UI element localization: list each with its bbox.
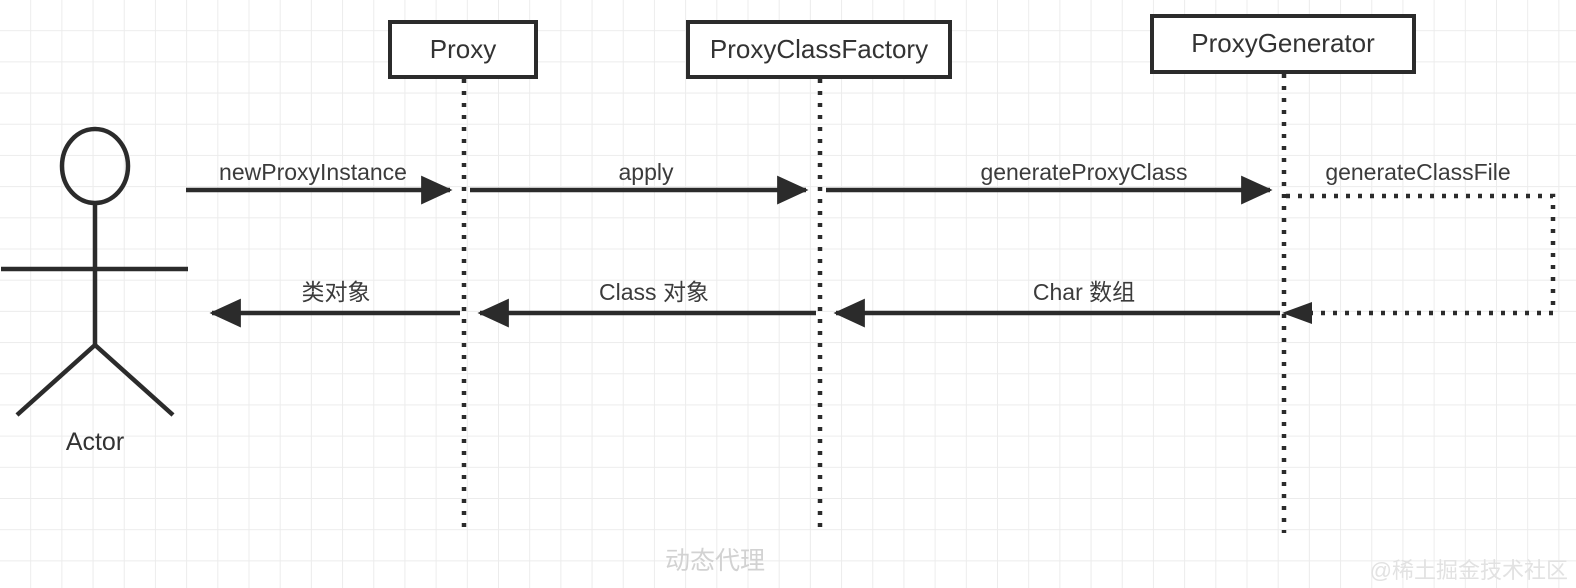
participant-box-proxygenerator[interactable] <box>1150 14 1416 74</box>
message-label-generateproxyclass: generateProxyClass <box>980 159 1187 185</box>
participant-proxyclassfactory[interactable]: ProxyClassFactory <box>686 20 952 533</box>
message-label-generateclassfile: generateClassFile <box>1325 159 1510 185</box>
message-label-class-instance: 类对象 <box>302 279 371 305</box>
message-class-object[interactable]: Class 对象 <box>477 279 816 328</box>
actor-right-leg-line <box>93 343 175 417</box>
message-label-newproxyinstance: newProxyInstance <box>219 159 407 185</box>
message-class-instance[interactable]: 类对象 <box>209 279 460 328</box>
message-generateproxyclass[interactable]: generateProxyClass <box>826 159 1273 205</box>
message-label-char-array: Char 数组 <box>1033 279 1135 305</box>
participant-proxy[interactable]: Proxy <box>388 20 538 533</box>
actor-left-leg-line <box>15 343 97 417</box>
actor-label: Actor <box>66 428 124 456</box>
message-label-class-object: Class 对象 <box>599 279 709 305</box>
message-apply[interactable]: apply <box>470 159 809 205</box>
participant-label-proxy: Proxy <box>430 34 496 64</box>
participant-box-proxyclassfactory[interactable] <box>686 20 952 79</box>
participant-label-proxyclassfactory: ProxyClassFactory <box>710 34 928 64</box>
message-arrowhead-generateclassfile <box>1282 302 1312 324</box>
actor-head-icon <box>59 126 131 206</box>
message-char-array[interactable]: Char 数组 <box>833 279 1280 328</box>
participant-label-proxygenerator: ProxyGenerator <box>1191 28 1375 58</box>
message-arrow-generateclassfile[interactable] <box>1286 193 1556 316</box>
message-label-apply: apply <box>619 159 674 185</box>
message-newproxyinstance[interactable]: newProxyInstance <box>186 159 453 205</box>
watermark-corner-label: @稀土掘金技术社区 <box>1370 558 1568 583</box>
message-generateclassfile[interactable]: generateClassFile <box>1282 159 1556 324</box>
actor-figure: Actor <box>1 126 188 456</box>
participant-box-proxy[interactable] <box>388 20 538 79</box>
watermark-center-label: 动态代理 <box>665 547 765 575</box>
participant-proxygenerator[interactable]: ProxyGenerator <box>1150 14 1416 533</box>
